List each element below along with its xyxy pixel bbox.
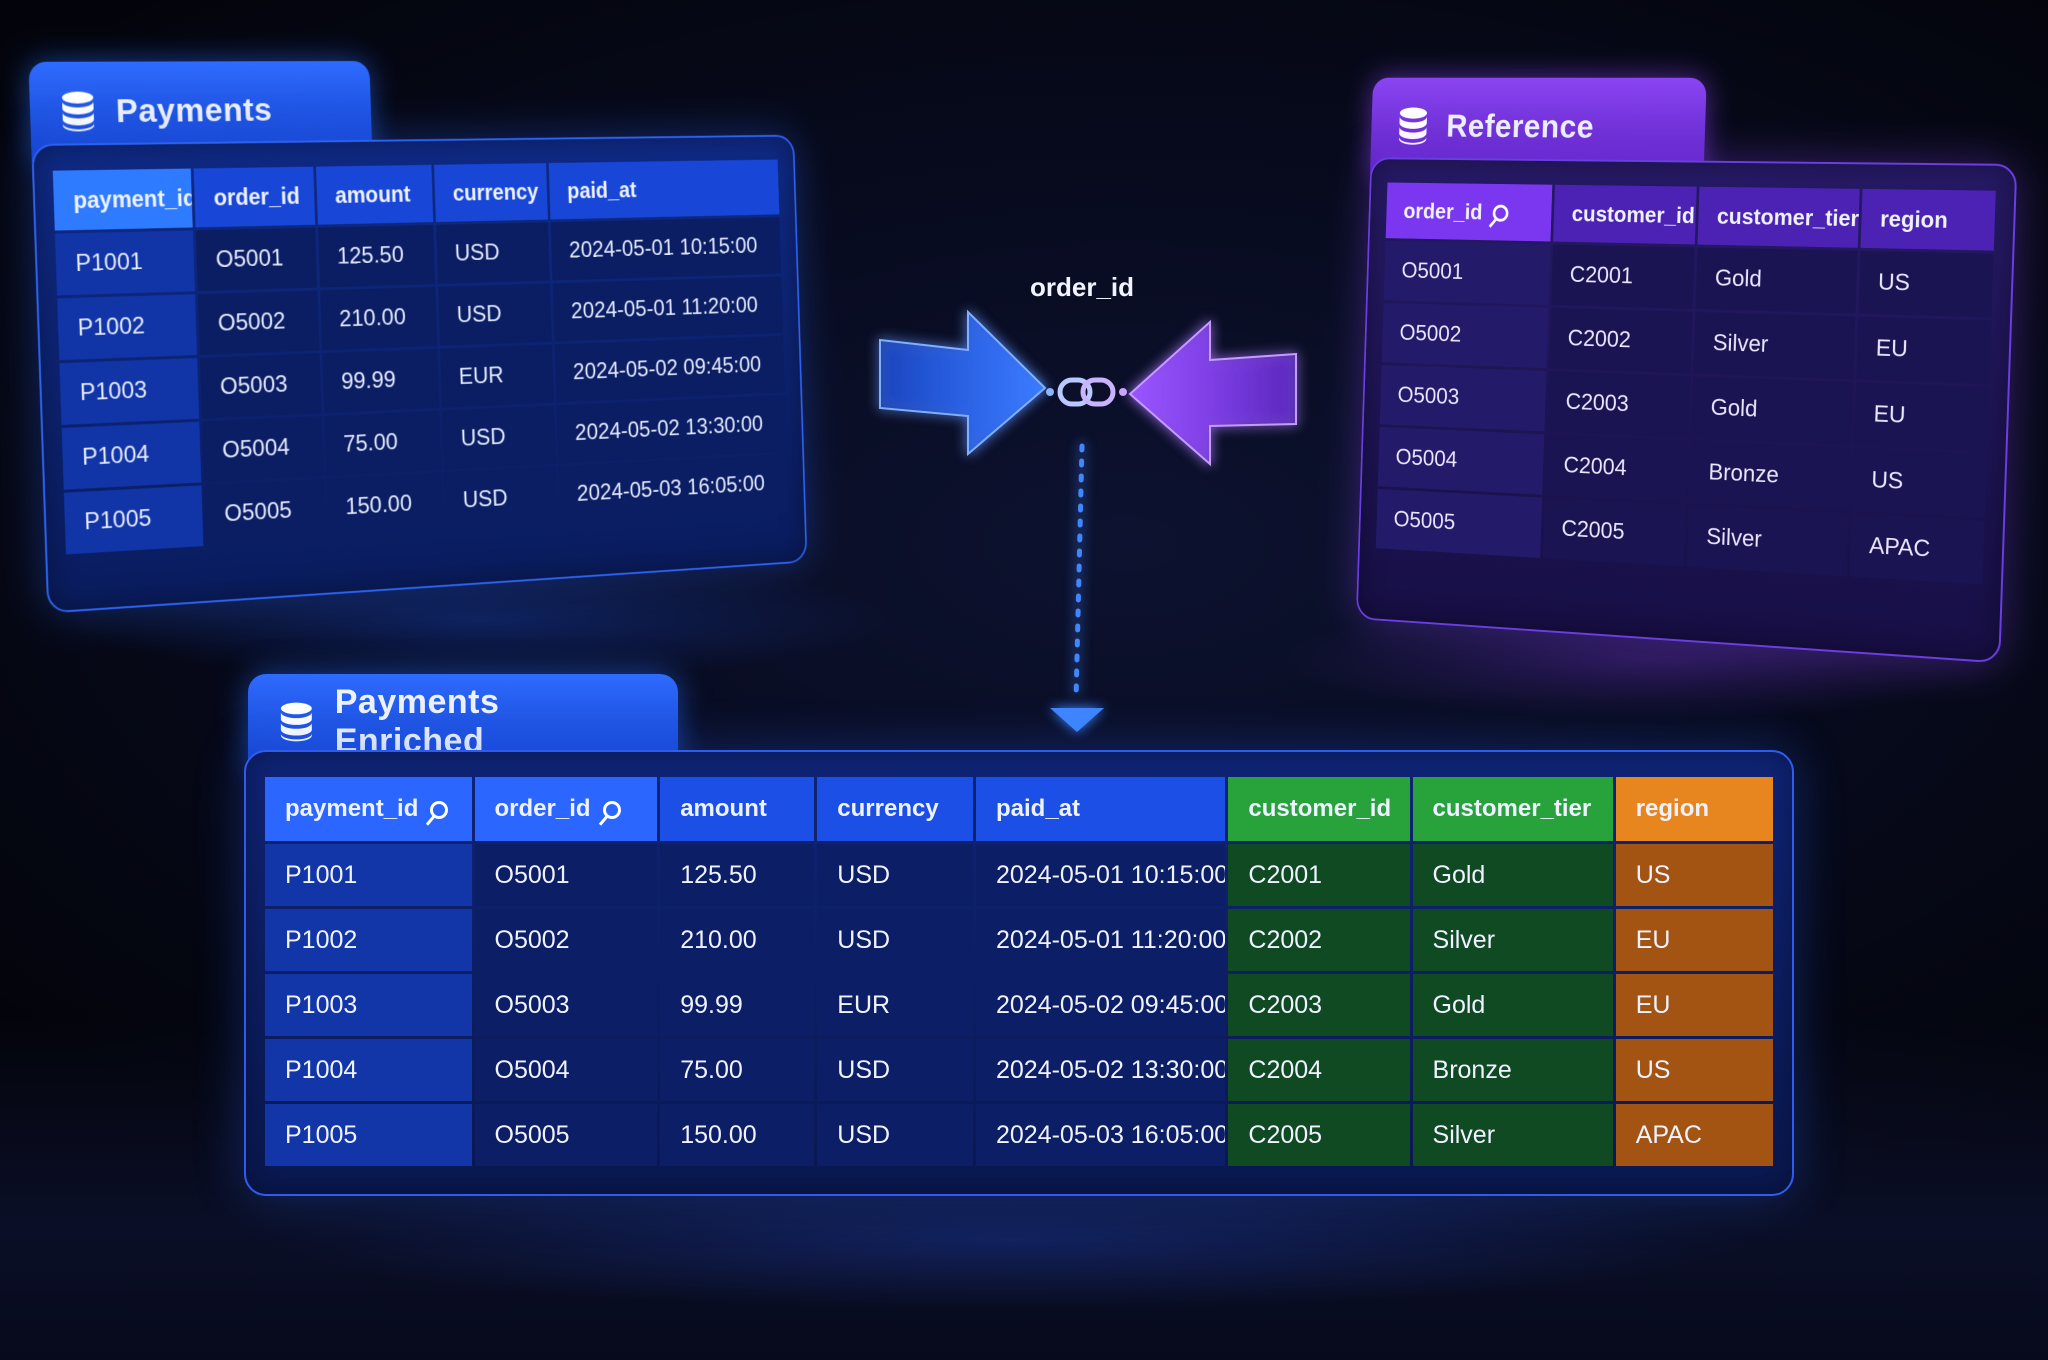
column-header-order-id[interactable]: order_id: [474, 777, 658, 841]
column-header-payment-id[interactable]: payment_id: [265, 777, 472, 841]
table-cell: C2003: [1228, 974, 1410, 1036]
down-arrow-icon: [1050, 443, 1104, 732]
table-cell: 2024-05-02 13:30:00: [975, 1039, 1226, 1101]
table-cell: 210.00: [660, 909, 815, 971]
table-cell: Gold: [1412, 974, 1613, 1036]
table-cell: P1001: [265, 844, 472, 906]
table-cell: 75.00: [660, 1039, 815, 1101]
column-header-customer-id[interactable]: customer_id: [1228, 777, 1410, 841]
table-cell: 125.50: [660, 844, 815, 906]
enriched-table-body: payment_id order_id amount currency paid…: [244, 750, 1794, 1196]
table-cell: P1002: [265, 909, 472, 971]
table-cell: O5002: [474, 909, 658, 971]
payments-table-card: Payments payment_id order_id amount curr…: [28, 60, 808, 622]
payments-tab[interactable]: Payments: [28, 60, 373, 162]
table-cell: EUR: [817, 974, 973, 1036]
table-cell: Bronze: [1412, 1039, 1613, 1101]
table-cell: C2002: [1228, 909, 1410, 971]
table-cell: O5003: [474, 974, 658, 1036]
table-cell: USD: [817, 1104, 973, 1166]
table-cell: C2004: [1228, 1039, 1410, 1101]
table-cell: C2001: [1228, 844, 1410, 906]
table-cell: 2024-05-01 10:15:00: [975, 844, 1226, 906]
table-cell: Gold: [1412, 844, 1613, 906]
enriched-table: payment_id order_id amount currency paid…: [262, 774, 1776, 1169]
table-cell: 2024-05-01 11:20:00: [975, 909, 1226, 971]
table-cell: USD: [817, 909, 973, 971]
link-icon: [1046, 377, 1127, 407]
right-arrow-icon: [879, 309, 1047, 457]
table-cell: 2024-05-02 09:45:00: [975, 974, 1226, 1036]
table-cell: USD: [817, 844, 973, 906]
table-cell: O5005: [474, 1104, 658, 1166]
database-icon: [62, 92, 95, 133]
table-cell: P1005: [265, 1104, 472, 1166]
table-cell: P1004: [265, 1039, 472, 1101]
table-cell: EU: [1615, 974, 1773, 1036]
table-cell: APAC: [1615, 1104, 1773, 1166]
key-icon: [602, 800, 621, 819]
table-cell: 150.00: [660, 1104, 815, 1166]
column-header-region[interactable]: region: [1615, 777, 1773, 841]
table-cell: O5004: [474, 1039, 658, 1101]
database-icon: [280, 702, 312, 742]
table-cell: O5001: [474, 844, 658, 906]
table-cell: US: [1615, 844, 1773, 906]
left-arrow-icon: [1128, 319, 1297, 467]
table-cell: 99.99: [660, 974, 815, 1036]
column-header-amount[interactable]: amount: [660, 777, 815, 841]
table-cell: US: [1615, 1039, 1773, 1101]
enriched-table-card: Payments Enriched payment_id order_id am…: [244, 674, 1794, 1214]
table-cell: P1003: [265, 974, 472, 1036]
column-header-paid-at[interactable]: paid_at: [975, 777, 1226, 841]
column-header-customer-tier[interactable]: customer_tier: [1412, 777, 1613, 841]
table-cell: 2024-05-03 16:05:00: [975, 1104, 1226, 1166]
table-cell: Silver: [1412, 1104, 1613, 1166]
key-icon: [430, 800, 449, 819]
join-key-label: order_id: [1029, 272, 1135, 302]
column-header-currency[interactable]: currency: [817, 777, 973, 841]
table-cell: USD: [817, 1039, 973, 1101]
table-cell: Silver: [1412, 909, 1613, 971]
table-cell: C2005: [1228, 1104, 1410, 1166]
table-cell: EU: [1615, 909, 1773, 971]
